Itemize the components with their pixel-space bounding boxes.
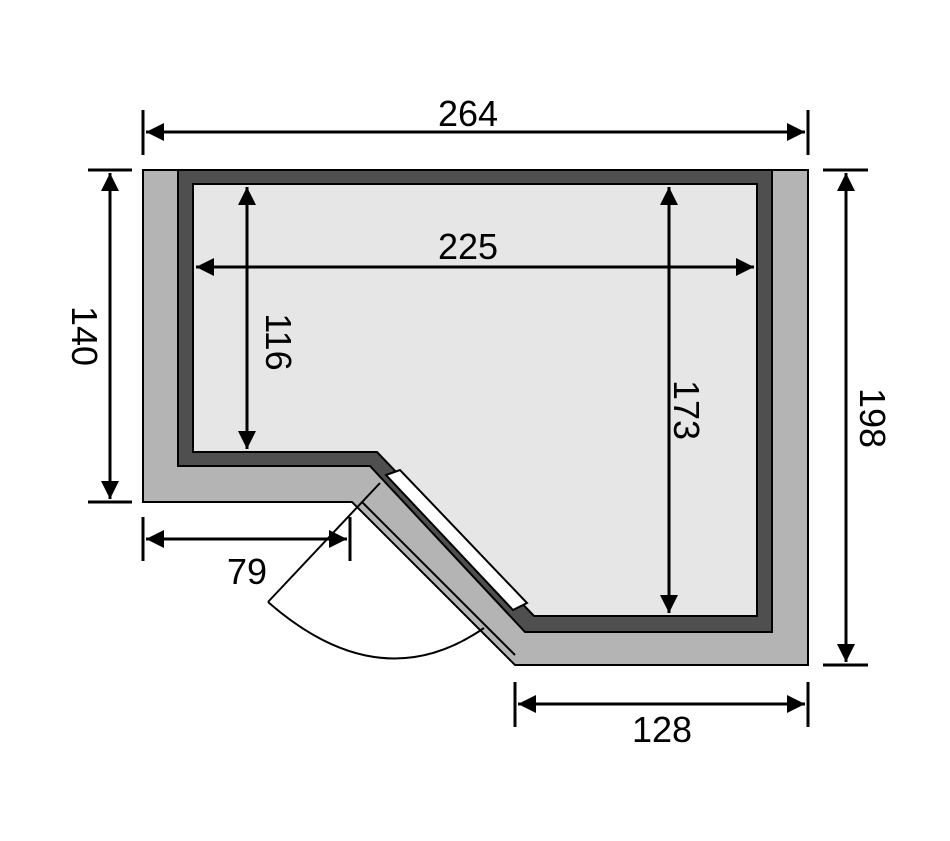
glass-door-panel bbox=[384, 468, 529, 612]
svg-text:128: 128 bbox=[632, 709, 692, 750]
dimension-door-offset: 79 bbox=[141, 517, 352, 592]
svg-text:79: 79 bbox=[227, 551, 267, 592]
svg-text:264: 264 bbox=[438, 93, 498, 134]
dimension-outer-left-height: 140 bbox=[64, 168, 132, 504]
svg-text:198: 198 bbox=[852, 388, 893, 448]
svg-text:116: 116 bbox=[258, 313, 299, 370]
dimension-outer-width: 264 bbox=[141, 93, 810, 155]
svg-text:173: 173 bbox=[666, 380, 707, 440]
svg-text:140: 140 bbox=[64, 306, 105, 366]
dimension-bottom-width: 128 bbox=[513, 682, 810, 750]
dimension-outer-right-height: 198 bbox=[823, 168, 893, 667]
floor-area bbox=[192, 183, 758, 617]
svg-text:225: 225 bbox=[438, 226, 498, 267]
dimension-inner-left-height: 116 bbox=[238, 187, 299, 449]
dimension-inner-right-height: 173 bbox=[660, 187, 707, 613]
